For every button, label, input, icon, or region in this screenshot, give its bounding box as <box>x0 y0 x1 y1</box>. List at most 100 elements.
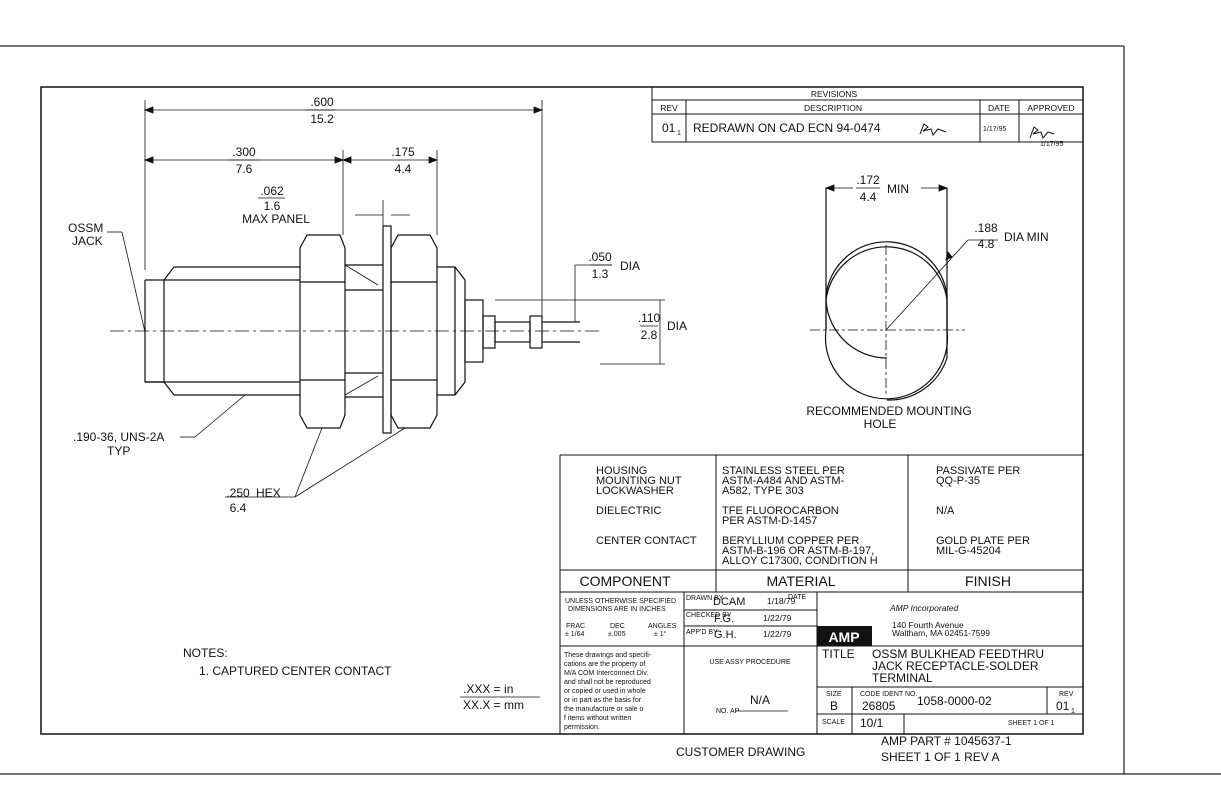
rev-value-sub: 1 <box>677 130 681 137</box>
revisions-table <box>651 87 1083 143</box>
dim-panel-label: MAX PANEL <box>242 212 310 226</box>
title-line-1: OSSM BULKHEAD FEEDTHRU <box>872 647 1044 661</box>
units-legend-mm: XX.X = mm <box>463 698 524 712</box>
dim-pin-unit: DIA <box>620 259 640 273</box>
thread-label-2: TYP <box>107 444 130 458</box>
approved-header: APPROVED <box>1027 103 1074 113</box>
dimension-lines <box>107 100 665 498</box>
dim-panel-mm: 1.6 <box>264 199 281 213</box>
dim-pin-in: .050 <box>588 250 612 264</box>
materials-row-2: DIELECTRIC TFE FLUOROCARBON PER ASTM-D-1… <box>596 505 955 527</box>
jack-label-2: JACK <box>72 234 103 248</box>
finish-1-line-1: PASSIVATE PER <box>936 465 1020 477</box>
svg-text:or in part as the basis for: or in part as the basis for <box>564 697 642 704</box>
company-address-2: Waltham, MA 02451-7599 <box>892 628 990 638</box>
tolerance-line-2: DIMENSIONS ARE IN INCHES <box>568 606 666 613</box>
svg-text:or copied or used in whole: or copied or used in whole <box>564 688 646 695</box>
rev-label: REV <box>1059 691 1074 698</box>
materials-row-1: HOUSING MOUNTING NUT LOCKWASHER STAINLES… <box>596 465 1020 497</box>
finish-header: FINISH <box>965 573 1011 589</box>
rev-block-value: 01 <box>1056 699 1070 713</box>
drawn-date: 1/18/79 <box>767 596 796 606</box>
rev-value: 01 <box>662 121 676 135</box>
cage-value: 26805 <box>862 699 896 713</box>
use-assy-procedure: USE ASSY PROCEDURE <box>709 659 791 666</box>
drawing-number: 1058-0000-02 <box>917 694 992 708</box>
hole-dia-label: DIA MIN <box>1004 230 1049 244</box>
svg-text:the manufacture or sale o: the manufacture or sale o <box>564 706 643 713</box>
svg-text:and shall not be reproduced: and shall not be reproduced <box>564 679 651 686</box>
component-dielectric: DIELECTRIC <box>596 505 661 517</box>
amp-logo <box>817 626 872 646</box>
note-1: 1. CAPTURED CENTER CONTACT <box>199 664 392 678</box>
rev-description: REDRAWN ON CAD ECN 94-0474 <box>693 121 881 135</box>
no-ap-value: N/A <box>750 693 770 707</box>
material-3-line-3: ALLOY C17300, CONDITION H <box>722 555 878 567</box>
notes-heading: NOTES: <box>183 646 228 660</box>
approved-date: 1/17/95 <box>1040 141 1063 148</box>
thread-label-1: .190-36, UNS-2A <box>73 430 164 444</box>
rev-date: 1/17/95 <box>983 126 1006 133</box>
dim-right-mm: 4.4 <box>395 162 412 176</box>
scale-label: SCALE <box>822 719 845 726</box>
description-header: DESCRIPTION <box>804 103 862 113</box>
title-line-2: JACK RECEPTACLE-SOLDER <box>872 659 1039 673</box>
revision-initials-signature <box>919 123 947 137</box>
dim-dia-mm: 2.8 <box>641 328 658 342</box>
checked-date: 1/22/79 <box>763 613 792 623</box>
tol-value-frac: ± 1/64 <box>565 631 585 638</box>
amp-part-number: AMP PART # 1045637-1 <box>881 734 1012 748</box>
tolerance-line-1: UNLESS OTHERWISE SPECIFIED <box>565 598 676 605</box>
material-1-line-3: A582, TYPE 303 <box>722 485 804 497</box>
materials-table <box>559 454 1083 734</box>
units-legend-in: .XXX = in <box>463 682 513 696</box>
svg-text:cations are the property of: cations are the property of <box>564 661 645 668</box>
date-header: DATE <box>988 103 1010 113</box>
footer-sheet-rev: SHEET 1 OF 1 REV A <box>881 750 1000 764</box>
material-2-line-1: TFE FLUOROCARBON <box>722 505 839 517</box>
customer-drawing-label: CUSTOMER DRAWING <box>676 745 805 759</box>
tol-header-angles: ANGLES <box>648 623 677 630</box>
svg-text:These drawings and specifi-: These drawings and specifi- <box>564 652 652 659</box>
checked-by-label: CHECKED BY <box>686 612 732 619</box>
revisions-title: REVISIONS <box>811 89 858 99</box>
approved-by-date: 1/22/79 <box>763 629 792 639</box>
finish-2-line-1: N/A <box>936 505 955 517</box>
hole-width-label: MIN <box>887 182 909 196</box>
hole-dia-mm: 4.8 <box>978 237 995 251</box>
hex-in: .250 <box>226 486 250 500</box>
hex-label: HEX <box>256 486 281 500</box>
checked-by: F.G. <box>714 613 734 625</box>
size-value: B <box>830 699 838 713</box>
drawing-border <box>40 86 1084 735</box>
hole-width-in: .172 <box>856 173 880 187</box>
rev-header: REV <box>660 103 678 113</box>
finish-3-line-2: MIL-G-45204 <box>936 545 1001 557</box>
hex-mm: 6.4 <box>230 501 247 515</box>
connector-side-view <box>144 225 580 434</box>
date-label: DATE <box>788 594 806 601</box>
hole-dia-in: .188 <box>974 221 998 235</box>
no-ap-label: NO. AP <box>716 708 740 715</box>
dim-dia-unit: DIA <box>667 319 687 333</box>
component-lockwasher: LOCKWASHER <box>596 485 674 497</box>
approved-by: G.H. <box>714 629 737 641</box>
dim-overall-mm: 15.2 <box>310 112 334 126</box>
material-3-line-2: ASTM-B-196 OR ASTM-B-197, <box>722 545 874 557</box>
tol-header-dec: DEC <box>610 623 625 630</box>
jack-label-1: OSSM <box>68 221 103 235</box>
approved-initials-signature <box>1029 126 1055 140</box>
hole-caption-2: HOLE <box>864 417 897 431</box>
drawn-by-label: DRAWN BY <box>686 595 724 602</box>
material-1-line-1: STAINLESS STEEL PER <box>722 465 845 477</box>
dim-left-in: .300 <box>232 145 256 159</box>
dim-pin-mm: 1.3 <box>592 267 609 281</box>
finish-3-line-1: GOLD PLATE PER <box>936 535 1030 547</box>
title-line-3: TERMINAL <box>872 671 933 685</box>
component-header: COMPONENT <box>580 573 671 589</box>
dim-right-in: .175 <box>391 145 415 159</box>
mounting-hole-view <box>825 241 948 401</box>
tol-header-frac: FRAC <box>566 623 585 630</box>
finish-1-line-2: QQ-P-35 <box>936 475 980 487</box>
